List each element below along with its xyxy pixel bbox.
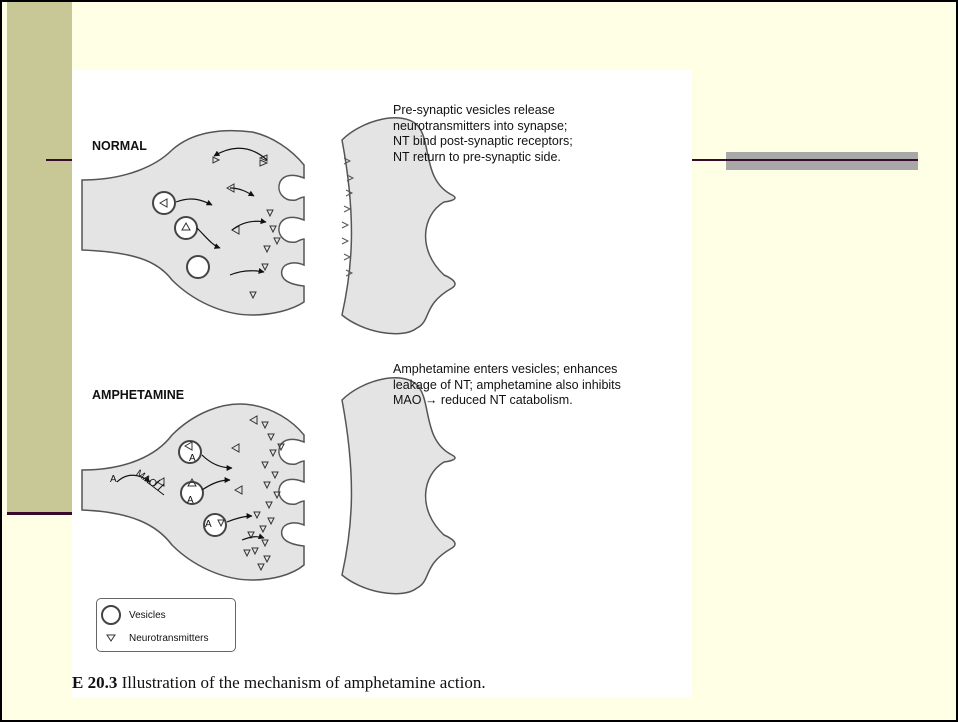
vesicle-amphetamine-label: A [187, 495, 194, 506]
vesicle-amphetamine-label: A [205, 519, 212, 530]
amphetamine-panel-description: Amphetamine enters vesicles; enhances le… [393, 362, 703, 409]
legend-neurotransmitters-label: Neurotransmitters [129, 633, 208, 644]
bottom-rule [7, 512, 73, 515]
amphetamine-description-line: MAO → reduced NT catabolism. [393, 393, 703, 409]
amphetamine-figure: NORMAL Pre-synaptic vesicles release neu… [72, 70, 692, 697]
normal-panel-description: Pre-synaptic vesicles release neurotrans… [393, 103, 703, 165]
vesicle-legend-icon [102, 606, 120, 624]
normal-description-line: NT return to pre-synaptic side. [393, 150, 703, 166]
caption-text: Illustration of the mechanism of ampheta… [122, 673, 486, 692]
neurotransmitter-legend-icon [107, 635, 115, 641]
normal-description-line: Pre-synaptic vesicles release [393, 103, 703, 119]
title-gray-bar [726, 152, 918, 170]
normal-description-line: neurotransmitters into synapse; [393, 119, 703, 135]
caption-number: E 20.3 [72, 673, 117, 692]
amphetamine-description-line: Amphetamine enters vesicles; enhances [393, 362, 703, 378]
vesicle-amphetamine-label: A [189, 453, 196, 464]
legend: Vesicles Neurotransmitters [96, 598, 236, 652]
figure-caption: E 20.3 Illustration of the mechanism of … [72, 673, 486, 693]
normal-description-line: NT bind post-synaptic receptors; [393, 134, 703, 150]
amphetamine-postsynaptic-neuron [342, 378, 455, 594]
legend-vesicles-label: Vesicles [129, 610, 166, 621]
right-rule [692, 159, 918, 161]
amphetamine-panel-title: AMPHETAMINE [92, 388, 184, 402]
sidebar-accent [7, 2, 72, 512]
amphetamine-outside-label: A [110, 474, 117, 485]
normal-panel-title: NORMAL [92, 139, 147, 153]
amphetamine-description-line: leakage of NT; amphetamine also inhibits [393, 378, 703, 394]
